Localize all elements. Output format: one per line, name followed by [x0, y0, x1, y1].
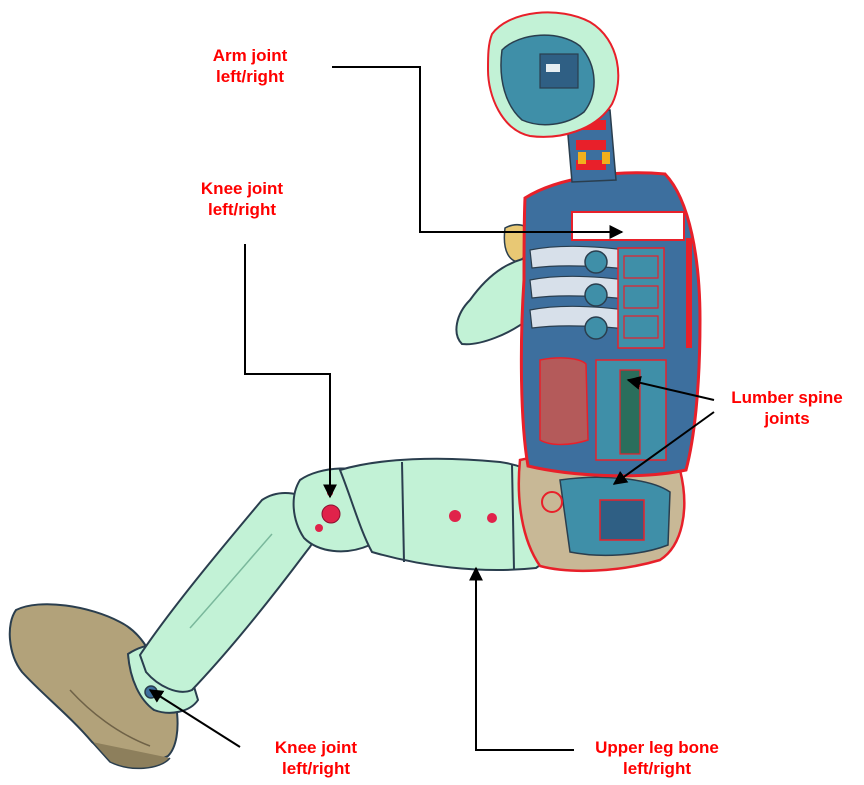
torso-shape: [521, 173, 700, 476]
leader-knee-joint-upper: [245, 244, 330, 497]
callout-knee-joint-lower-line1: Knee joint: [246, 737, 386, 758]
crash-test-dummy-figure: [10, 12, 700, 768]
leader-upper-leg-bone: [476, 568, 574, 750]
callout-upper-leg-bone-line1: Upper leg bone: [572, 737, 742, 758]
callout-arm-joint-line1: Arm joint: [186, 45, 314, 66]
lower-leg-shape: [128, 493, 320, 713]
callout-arm-joint: Arm joint left/right: [186, 45, 314, 87]
callout-lumber-spine-line1: Lumber spine: [712, 387, 862, 408]
callout-knee-joint-lower: Knee joint left/right: [246, 737, 386, 779]
callout-lumber-spine: Lumber spine joints: [712, 387, 862, 429]
callout-arm-joint-line2: left/right: [186, 66, 314, 87]
callout-upper-leg-bone: Upper leg bone left/right: [572, 737, 742, 779]
callout-upper-leg-bone-line2: left/right: [572, 758, 742, 779]
callout-knee-joint-upper-line2: left/right: [172, 199, 312, 220]
callout-knee-joint-lower-line2: left/right: [246, 758, 386, 779]
callout-lumber-spine-line2: joints: [712, 408, 862, 429]
callout-knee-joint-upper-line1: Knee joint: [172, 178, 312, 199]
head-shape: [488, 12, 618, 136]
callout-knee-joint-upper: Knee joint left/right: [172, 178, 312, 220]
